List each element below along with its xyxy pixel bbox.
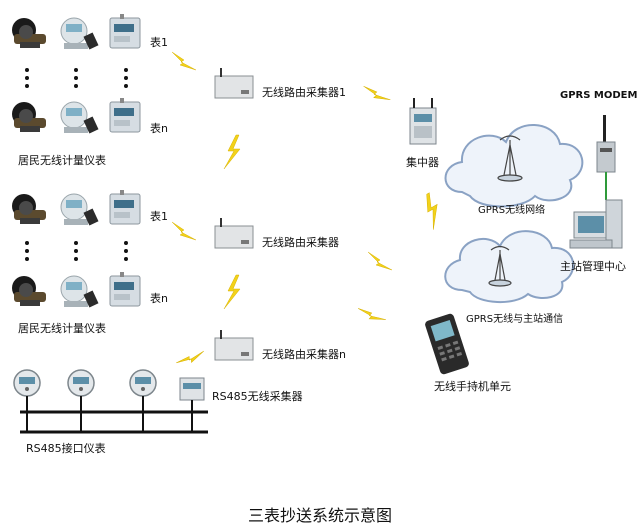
gprs-master-cloud	[444, 230, 575, 304]
concentrator-icon	[409, 98, 437, 145]
meter-n-label: 表n	[150, 292, 168, 305]
computer-icon	[569, 199, 623, 249]
master-station-label: 主站管理中心	[560, 260, 626, 273]
water-meter-icon	[12, 276, 46, 306]
radio-tower-icon	[497, 135, 523, 182]
residential-meters-label: 居民无线计量仪表	[18, 322, 106, 335]
lightning-icon	[223, 274, 241, 310]
gas-meter-icon	[109, 189, 141, 225]
gprs-network-cloud	[444, 124, 584, 208]
heat-meter-icon	[60, 17, 99, 50]
rs485-collector-icon	[179, 377, 205, 401]
rs485-meter-icon	[129, 369, 157, 397]
heat-meter-icon	[60, 193, 99, 226]
gprs-modem-icon	[596, 115, 616, 173]
lightning-icon	[171, 51, 197, 71]
rs485-meter-icon	[13, 369, 41, 397]
collector-n-icon	[214, 329, 254, 361]
meter-1-label: 表1	[150, 36, 168, 49]
rs485-meter-icon	[67, 369, 95, 397]
collector-n-label: 无线路由采集器n	[262, 348, 346, 361]
heat-meter-icon	[60, 275, 99, 308]
residential-meters-label: 居民无线计量仪表	[18, 154, 106, 167]
lightning-icon	[416, 192, 448, 230]
collector-1-label: 无线路由采集器1	[262, 86, 346, 99]
lightning-icon	[363, 81, 391, 105]
gas-meter-icon	[109, 97, 141, 133]
gas-meter-icon	[109, 13, 141, 49]
gprs-network-label: GPRS无线网络	[478, 205, 546, 216]
rs485-drops	[26, 396, 193, 432]
handheld-icon	[425, 313, 469, 375]
gas-meter-icon	[109, 271, 141, 307]
dots-icon	[25, 241, 128, 261]
rs485-collector-label: RS485无线采集器	[212, 390, 303, 403]
heat-meter-icon	[60, 101, 99, 134]
water-meter-icon	[12, 102, 46, 132]
diagram-caption: 三表抄送系统示意图	[247, 506, 392, 525]
gprs-modem-label: GPRS MODEM	[560, 90, 638, 101]
collector-1-icon	[214, 67, 254, 99]
lightning-icon	[171, 221, 197, 241]
meter-n-label: 表n	[150, 122, 168, 135]
dots-icon	[25, 68, 128, 88]
meter-1-label: 表1	[150, 210, 168, 223]
radio-tower-icon	[488, 245, 512, 287]
lightning-icon	[367, 251, 393, 271]
collector-2-icon	[214, 217, 254, 249]
lightning-icon	[223, 134, 241, 170]
lightning-icon	[357, 301, 387, 327]
handheld-label: 无线手持机单元	[434, 380, 511, 393]
water-meter-icon	[12, 18, 46, 48]
gprs-master-label: GPRS无线与主站通信	[466, 314, 564, 325]
water-meter-icon	[12, 194, 46, 224]
lightning-icon	[175, 341, 205, 373]
rs485-meters-label: RS485接口仪表	[26, 442, 106, 455]
concentrator-label: 集中器	[406, 156, 439, 169]
rs485-bus	[20, 410, 208, 434]
collector-label: 无线路由采集器	[262, 236, 339, 249]
